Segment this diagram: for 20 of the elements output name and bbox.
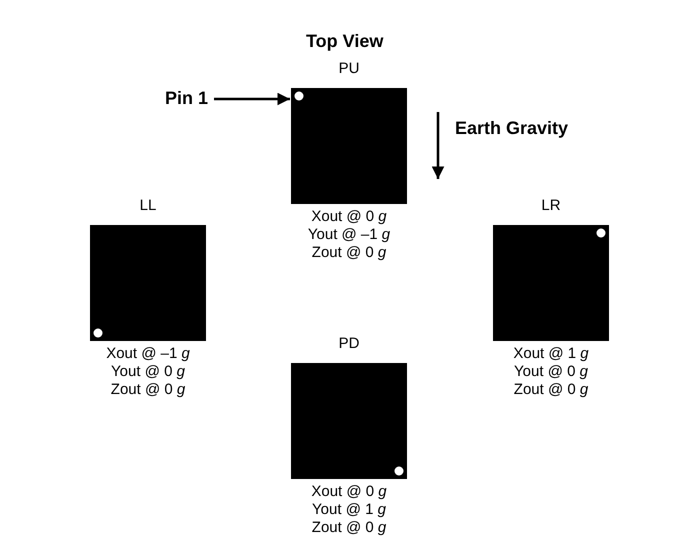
output-value: Zout @ 0 g <box>310 519 388 537</box>
orientation-label: PU <box>338 60 360 79</box>
title: Top View <box>306 31 384 52</box>
output-value: Xout @ –1 g <box>105 345 191 363</box>
orientation-label: LR <box>540 197 562 216</box>
output-value: Yout @ 1 g <box>311 501 387 519</box>
orientation-label: LL <box>138 197 158 216</box>
output-value: Yout @ 0 g <box>513 363 589 381</box>
output-value: Xout @ 1 g <box>512 345 590 363</box>
output-value: Xout @ 0 g <box>310 208 388 226</box>
output-value: Xout @ 0 g <box>310 483 388 501</box>
orientation-label: PD <box>338 335 360 354</box>
output-value: Yout @ –1 g <box>306 226 392 244</box>
output-value: Zout @ 0 g <box>110 381 186 399</box>
pin-label: Pin 1 <box>165 88 208 109</box>
output-value: Zout @ 0 g <box>310 244 388 262</box>
gravity-label: Earth Gravity <box>455 118 568 139</box>
output-value: Zout @ 0 g <box>512 381 590 399</box>
arrow <box>214 92 290 106</box>
output-value: Yout @ 0 g <box>110 363 186 381</box>
